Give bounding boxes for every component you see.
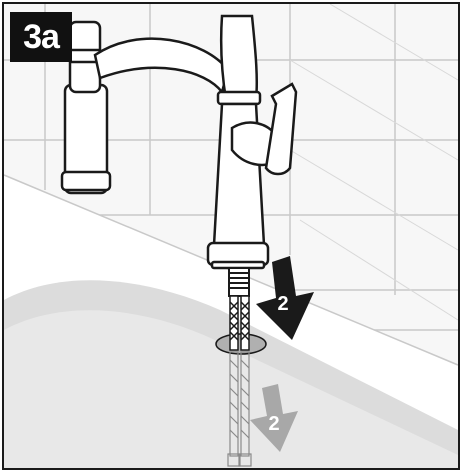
insert-arrow-ghost: 2 bbox=[250, 384, 298, 452]
insert-arrow-ghost-label: 2 bbox=[268, 413, 279, 435]
threaded-shank bbox=[228, 267, 250, 297]
insert-arrow-label: 2 bbox=[277, 293, 288, 315]
supply-hoses-below-deck bbox=[227, 351, 252, 467]
step-badge: 3a bbox=[10, 12, 72, 62]
faucet-body bbox=[206, 14, 270, 270]
faucet-handle bbox=[230, 82, 298, 176]
insert-arrow: 2 bbox=[256, 256, 314, 340]
supply-hoses bbox=[229, 295, 250, 351]
